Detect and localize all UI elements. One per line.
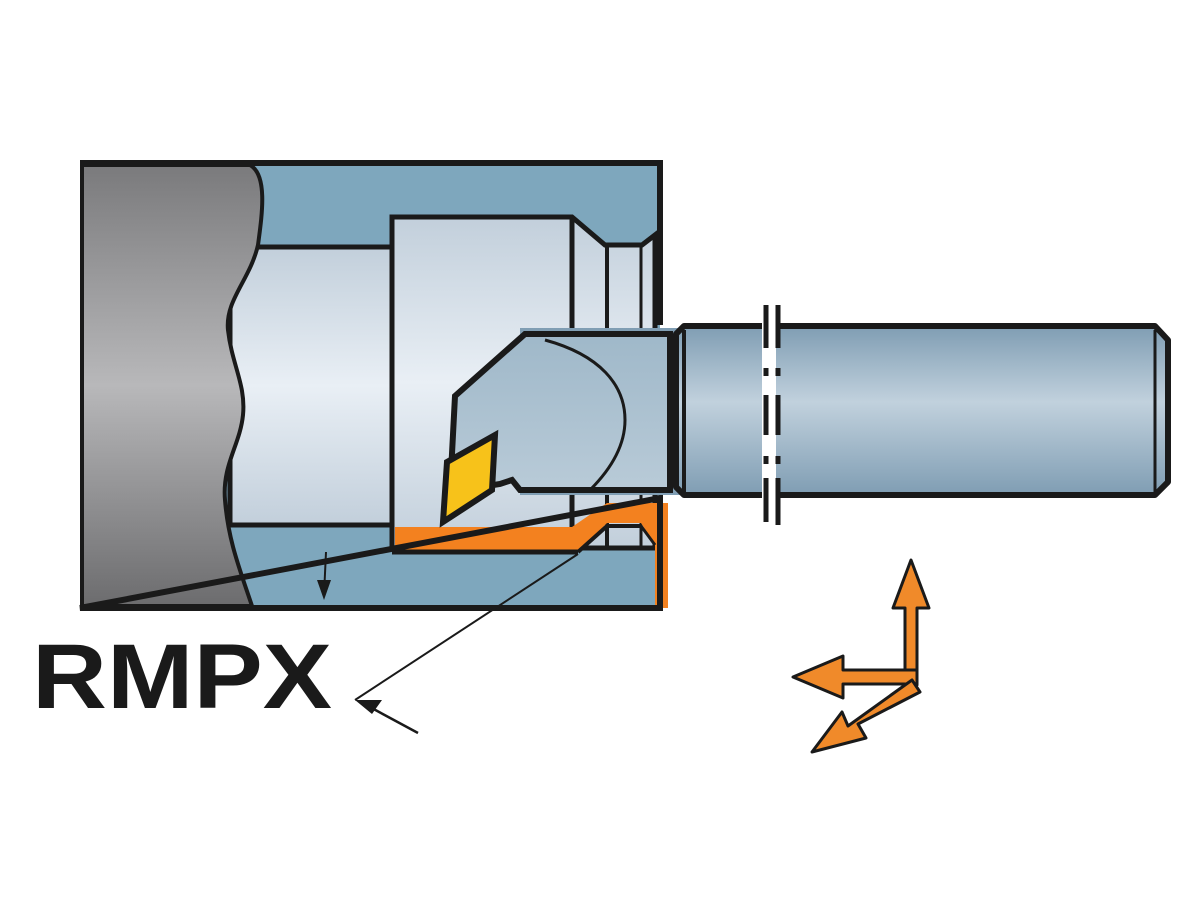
feed-arrow-diagonal-icon [810,678,922,754]
depth-dimension-arrow [317,551,331,600]
boring-head [446,331,673,496]
shank-break-marks [762,305,781,525]
profile-code-label: RMPX [32,626,332,728]
rhombic-insert [439,429,499,528]
chuck-section [80,163,265,608]
bore-large-diameter [227,244,395,528]
cut-outline-chamfer [576,524,609,554]
machined-cut-profile [395,503,668,608]
workpiece-outline [79,160,663,611]
cut-outline-chamfer-2 [639,525,657,546]
shank-body [673,323,1171,498]
boring-bar [439,305,1171,528]
feed-arrow-up-icon [891,558,931,687]
profile-leader-line [354,553,579,735]
feed-direction-arrows [791,558,931,754]
head-clearance-curve [544,338,627,492]
